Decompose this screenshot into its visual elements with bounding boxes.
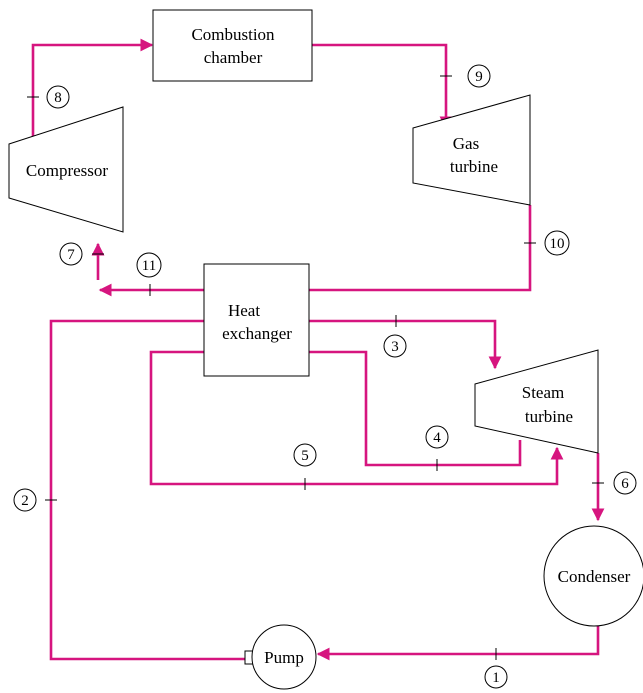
- state-number-11: 11: [142, 258, 156, 274]
- state-marker-4: 4: [425, 425, 449, 449]
- pipe-combustor-to-gas-turbine: [312, 43, 453, 130]
- combustion-chamber-label-2: chamber: [204, 48, 263, 67]
- compressor-shape: [8, 106, 124, 233]
- state-marker-5: 5: [293, 443, 317, 467]
- steam-turbine-shape: [474, 349, 599, 454]
- pipe-condenser-to-pump: [316, 626, 600, 661]
- condenser-label: Condenser: [558, 567, 631, 586]
- state-marker-3: 3: [383, 334, 407, 358]
- combustion-chamber-label-1: Combustion: [191, 25, 275, 44]
- state-marker-1: 1: [484, 665, 508, 689]
- state-marker-9: 9: [467, 64, 491, 88]
- gas-turbine-shape: [412, 94, 531, 206]
- state-number-8: 8: [54, 90, 62, 106]
- heat-exchanger-label-2: exchanger: [222, 324, 292, 343]
- state-number-7: 7: [67, 247, 75, 263]
- state-marker-8: 8: [46, 85, 70, 109]
- heat-exchanger-label-1: Heat: [228, 301, 260, 320]
- pipe-heat-exchanger-to-steam-turbine: [309, 319, 502, 370]
- gas-turbine-label-1: Gas: [453, 134, 479, 153]
- state-number-10: 10: [550, 236, 565, 252]
- pipe-pump-to-heat-exchanger: [49, 319, 245, 661]
- pipe-steam-turbine-to-heat-exchanger: [309, 350, 522, 467]
- state-number-3: 3: [391, 339, 399, 355]
- gas-turbine-label-2: turbine: [450, 157, 498, 176]
- steam-turbine-label-2: turbine: [525, 407, 573, 426]
- state-marker-10: 10: [544, 230, 570, 256]
- pump-shape: [251, 624, 317, 690]
- state-marker-11: 11: [136, 252, 162, 278]
- condenser-shape: [543, 525, 643, 627]
- pipe-compressor-to-combustor: [31, 38, 154, 143]
- compressor-label: Compressor: [26, 161, 109, 180]
- state-number-5: 5: [301, 448, 309, 464]
- state-number-1: 1: [492, 670, 500, 686]
- state-number-9: 9: [475, 69, 483, 85]
- state-marker-6: 6: [613, 471, 637, 495]
- state-number-2: 2: [21, 493, 29, 509]
- combustion-chamber-box: [152, 9, 313, 82]
- steam-turbine-label-1: Steam: [522, 383, 565, 402]
- state-number-6: 6: [621, 476, 629, 492]
- pipe-gas-turbine-to-heat-exchanger: [309, 205, 532, 292]
- state-marker-2: 2: [13, 488, 37, 512]
- pump-label: Pump: [264, 648, 304, 667]
- pipe-heat-exchanger-to-steam-turbine-lp: [149, 350, 564, 486]
- heat-exchanger-box: [203, 263, 310, 377]
- state-marker-7: 7: [59, 242, 83, 266]
- state-number-4: 4: [433, 430, 441, 446]
